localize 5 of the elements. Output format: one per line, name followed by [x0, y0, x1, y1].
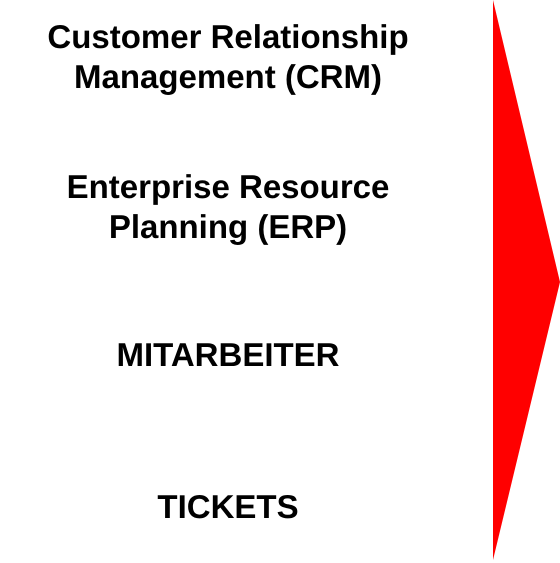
list-item-text: Customer Relationship Management (CRM) [46, 17, 410, 97]
triangle-arrow [493, 0, 560, 560]
list-item-text: Enterprise Resource Planning (ERP) [66, 167, 390, 247]
list-item-text: TICKETS [157, 487, 299, 527]
list-item-text: MITARBEITER [116, 335, 340, 375]
